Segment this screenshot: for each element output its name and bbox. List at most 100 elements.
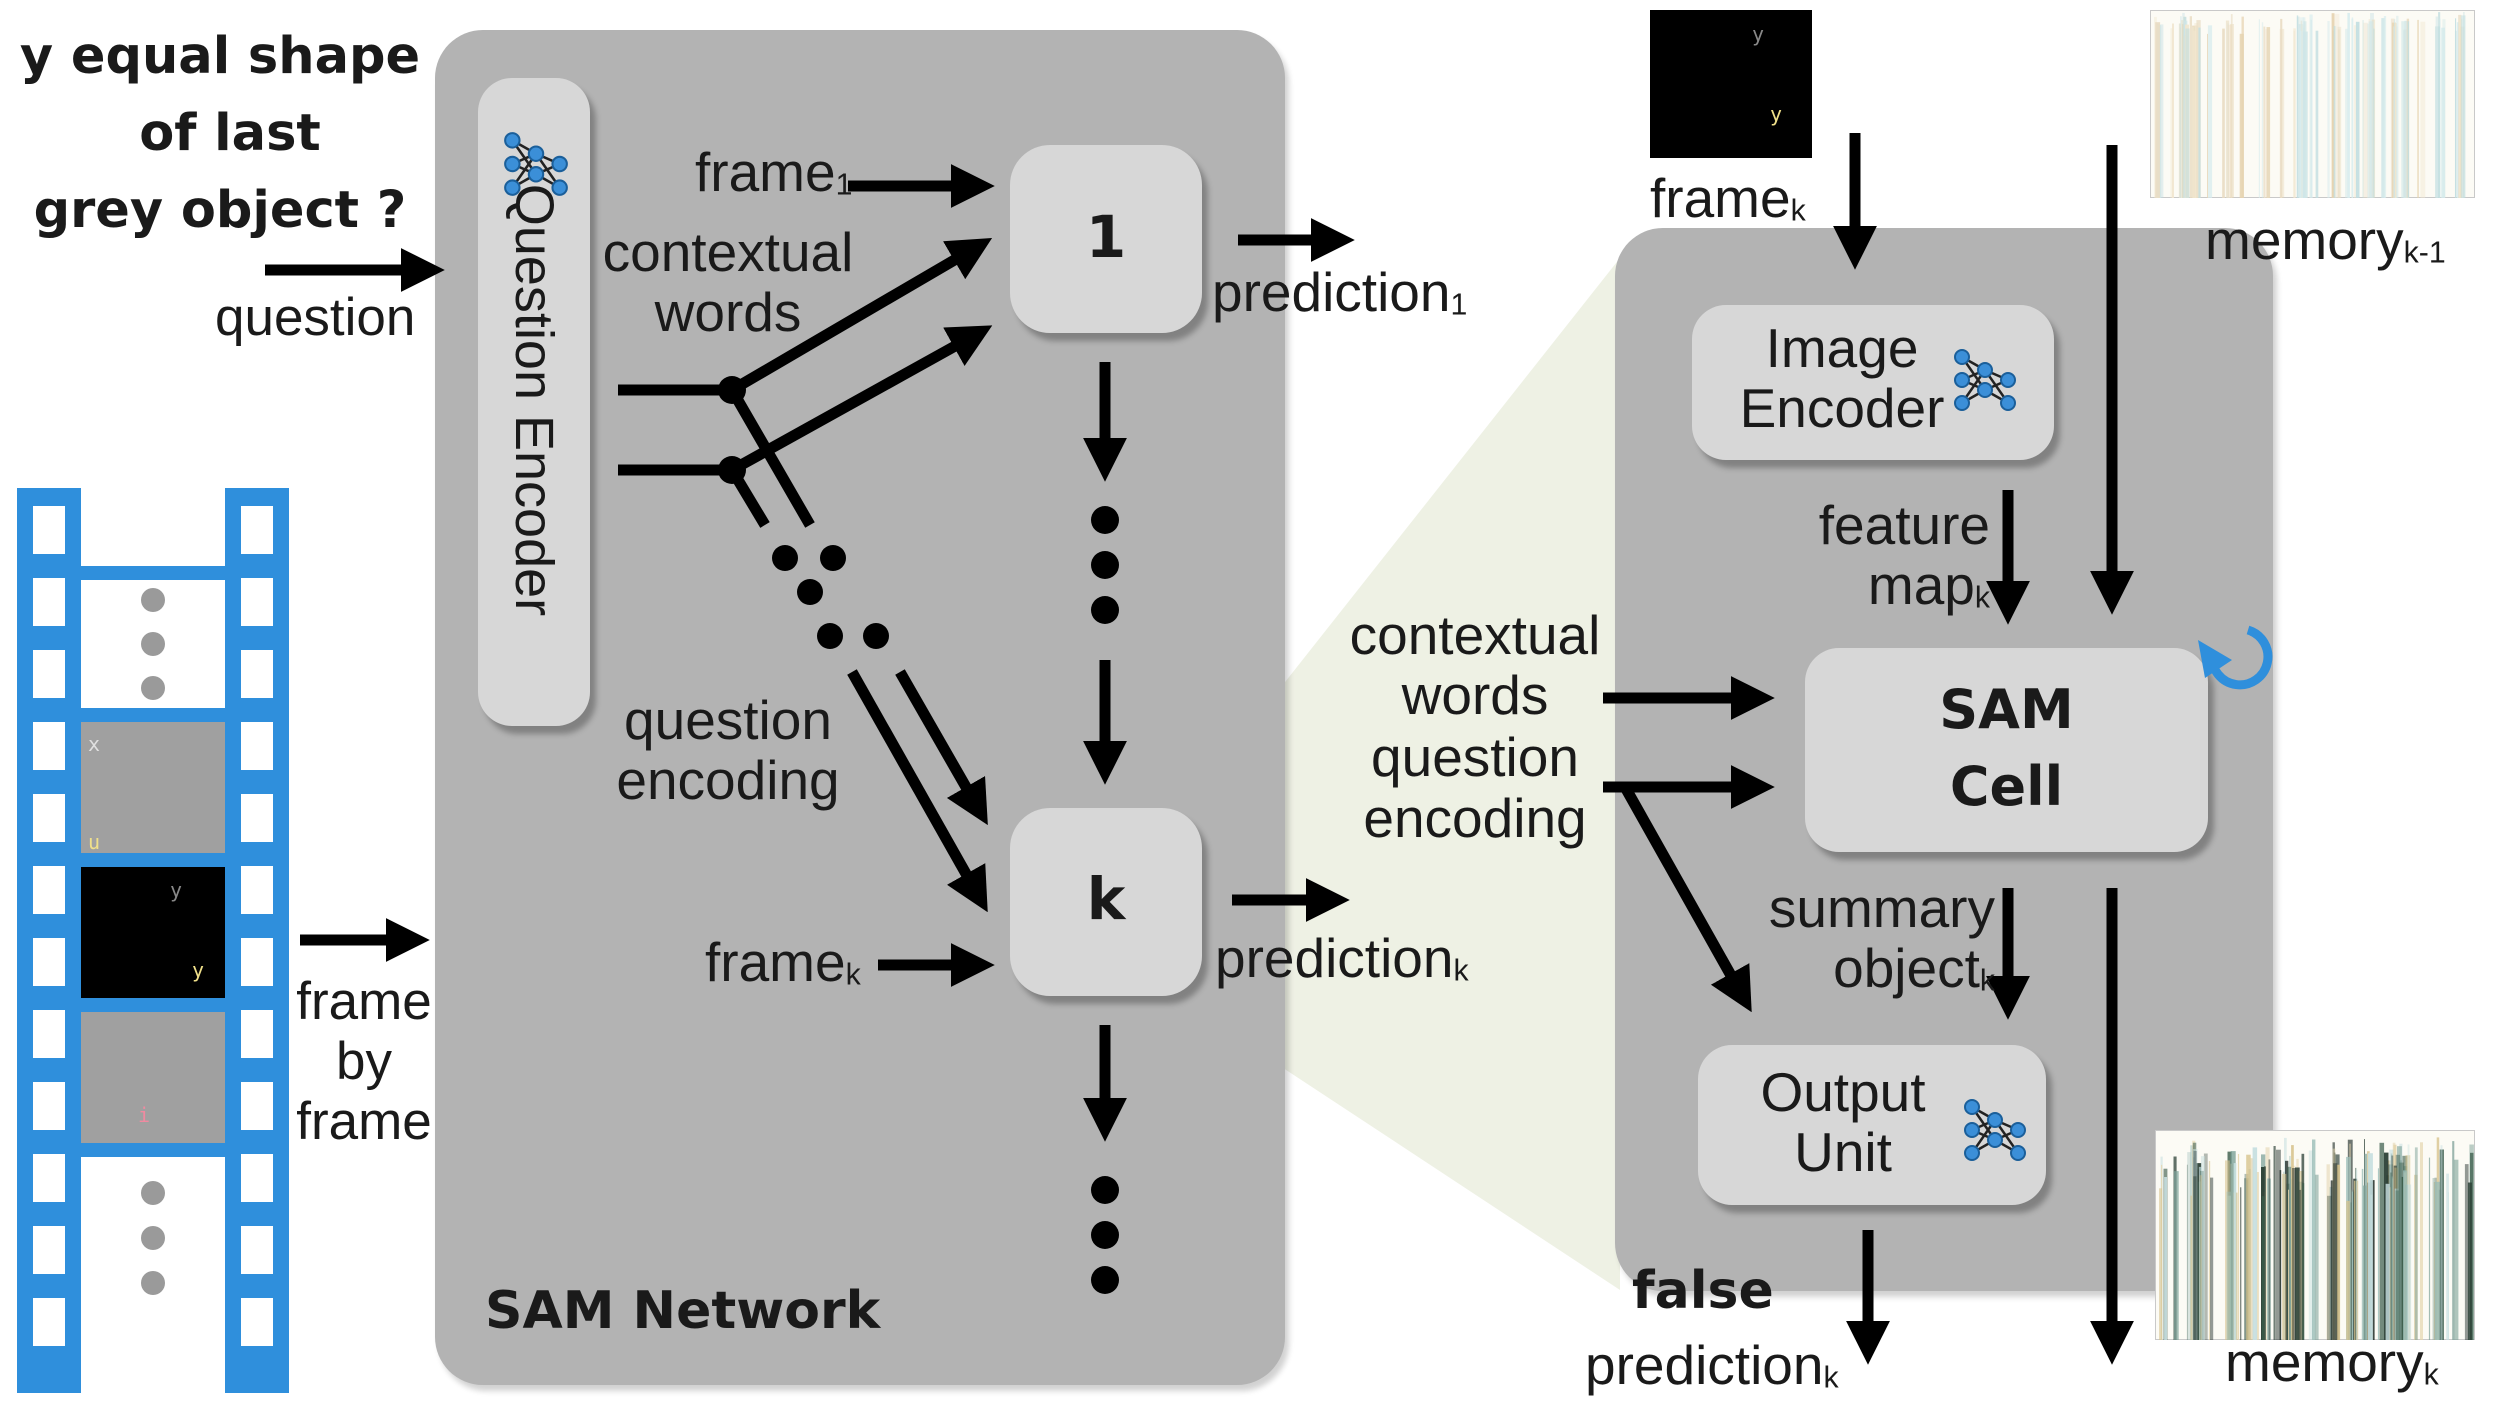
memory-texture-stripe bbox=[2401, 21, 2406, 198]
neural-network-icon bbox=[1954, 349, 2016, 411]
memory-texture-stripe bbox=[2192, 26, 2195, 198]
contextual-words-line-2: words bbox=[654, 281, 802, 343]
memory-texture-stripe bbox=[2293, 30, 2295, 198]
memory-texture-stripe bbox=[2273, 1146, 2276, 1340]
memory-texture-stripe bbox=[2299, 1171, 2304, 1340]
memory-texture-stripe bbox=[2261, 1196, 2265, 1340]
memory-texture-stripe bbox=[2195, 26, 2198, 198]
memory-texture-stripe bbox=[2186, 1164, 2188, 1340]
memory-texture-stripe bbox=[2187, 1152, 2192, 1340]
memory-texture-stripe bbox=[2296, 15, 2299, 198]
thumb-letter: y bbox=[1752, 22, 1765, 46]
question-encoding-line-2: encoding bbox=[616, 749, 840, 811]
sam-network-title: SAM Network bbox=[485, 1281, 881, 1341]
memory-texture-stripe bbox=[2280, 18, 2283, 198]
memory-texture-stripe bbox=[2264, 1166, 2266, 1340]
memory-texture-stripe bbox=[2263, 29, 2269, 198]
right-contextual-line-2: words bbox=[1401, 664, 1549, 726]
memory-texture-stripe bbox=[2404, 20, 2409, 198]
memory-texture-stripe bbox=[2300, 17, 2305, 198]
memory-texture-stripe bbox=[2261, 22, 2264, 198]
memory-texture-stripe bbox=[2285, 1160, 2289, 1340]
memory-prev-label: memoryk-1 bbox=[2205, 209, 2446, 271]
film-frame-letter: x bbox=[88, 732, 101, 756]
memory-texture-stripe bbox=[2159, 25, 2162, 198]
memory-texture-stripe bbox=[2377, 1168, 2379, 1340]
memory-texture-stripe bbox=[2363, 1185, 2367, 1340]
memory-texture-stripe bbox=[2174, 1171, 2179, 1340]
memory-texture-stripe bbox=[2362, 20, 2364, 198]
memory-texture-stripe bbox=[2367, 1153, 2373, 1340]
memory-texture-stripe bbox=[2381, 18, 2385, 198]
memory-texture-stripe bbox=[2312, 1139, 2316, 1340]
prediction-k-label: predictionk bbox=[1215, 927, 1469, 989]
memory-texture-stripe bbox=[2346, 1200, 2350, 1340]
contextual-words-line-1: contextual bbox=[602, 221, 854, 283]
neural-network-icon bbox=[1964, 1099, 2026, 1161]
memory-texture-stripe bbox=[2327, 1195, 2332, 1340]
memory-texture-stripe bbox=[2299, 31, 2303, 198]
output-unit-node bbox=[1698, 1045, 2046, 1205]
memory-texture-stripe bbox=[2230, 14, 2233, 198]
memory-texture-stripe bbox=[2292, 1168, 2296, 1340]
memory-texture-stripe bbox=[2432, 1178, 2435, 1340]
memory-texture-stripe bbox=[2327, 21, 2330, 198]
memory-texture-stripe bbox=[2334, 26, 2337, 198]
question-encoder-node bbox=[478, 78, 590, 726]
memory-texture-stripe bbox=[2435, 1181, 2440, 1340]
memory-texture-stripe bbox=[2403, 30, 2406, 198]
memory-texture-stripe bbox=[2199, 1175, 2202, 1340]
neural-network-icon bbox=[504, 132, 568, 196]
sam-cell-node-1 bbox=[1010, 145, 1202, 333]
memory-texture-stripe bbox=[2332, 30, 2335, 198]
memory-texture-stripe bbox=[2420, 21, 2426, 198]
false-label: false bbox=[1632, 1261, 1774, 1321]
memory-texture-stripe bbox=[2446, 1173, 2449, 1340]
memory-texture-stripe bbox=[2441, 27, 2445, 198]
memory-texture-stripe bbox=[2337, 26, 2342, 198]
prediction-1-label: prediction1 bbox=[1212, 261, 1468, 323]
memory-texture-stripe bbox=[2230, 1151, 2236, 1340]
memory-texture-stripe bbox=[2301, 24, 2304, 198]
memory-texture-stripe bbox=[2299, 1189, 2302, 1340]
memory-k-label: memoryk bbox=[2225, 1331, 2439, 1393]
output-unit-line-2: Unit bbox=[1794, 1121, 1892, 1183]
film-frame-letter: u bbox=[88, 830, 101, 854]
memory-texture-stripe bbox=[2353, 25, 2357, 198]
cycle-arrow-icon bbox=[2198, 625, 2273, 690]
memory-texture-stripe bbox=[2295, 1167, 2300, 1340]
memory-texture-stripe bbox=[2180, 16, 2182, 198]
memory-texture-stripe bbox=[2395, 1190, 2400, 1340]
memory-texture-stripe bbox=[2189, 16, 2192, 198]
memory-texture-stripe bbox=[2460, 15, 2466, 198]
film-frame-letter: i bbox=[138, 1103, 151, 1127]
memory-texture-stripe bbox=[2437, 1189, 2442, 1340]
memory-texture-stripe bbox=[2440, 1145, 2443, 1340]
film-strip-icon bbox=[17, 488, 289, 1393]
memory-texture-stripe bbox=[2454, 1159, 2459, 1340]
memory-texture-stripe bbox=[2193, 1176, 2197, 1340]
frame-k-thumbnail bbox=[1650, 10, 1812, 158]
memory-texture-stripe bbox=[2337, 29, 2341, 198]
right-contextual-line-3: question bbox=[1371, 726, 1579, 788]
right-contextual-line-4: encoding bbox=[1363, 787, 1587, 849]
sam-cell-node bbox=[1805, 648, 2208, 852]
memory-prev-image bbox=[2150, 10, 2475, 198]
memory-texture-stripe bbox=[2417, 19, 2419, 198]
memory-texture-stripe bbox=[2255, 1172, 2259, 1340]
frame-by-frame-line-2: by bbox=[336, 1032, 392, 1091]
memory-texture-stripe bbox=[2203, 1153, 2208, 1340]
memory-texture-stripe bbox=[2467, 1182, 2472, 1340]
question-line-3: grey object ? bbox=[33, 181, 407, 240]
sam-cell-label-line-1: SAM bbox=[1939, 678, 2074, 741]
memory-texture-stripe bbox=[2396, 15, 2399, 198]
memory-texture-stripe bbox=[2207, 33, 2208, 198]
memory-texture-stripe bbox=[2302, 1183, 2305, 1340]
memory-texture-stripe bbox=[2233, 1163, 2237, 1340]
memory-texture-stripe bbox=[2407, 21, 2410, 198]
memory-texture-stripe bbox=[2227, 24, 2232, 198]
memory-texture-stripe bbox=[2428, 1157, 2431, 1340]
memory-texture-stripe bbox=[2246, 1154, 2251, 1340]
memory-texture-stripe bbox=[2367, 23, 2370, 198]
